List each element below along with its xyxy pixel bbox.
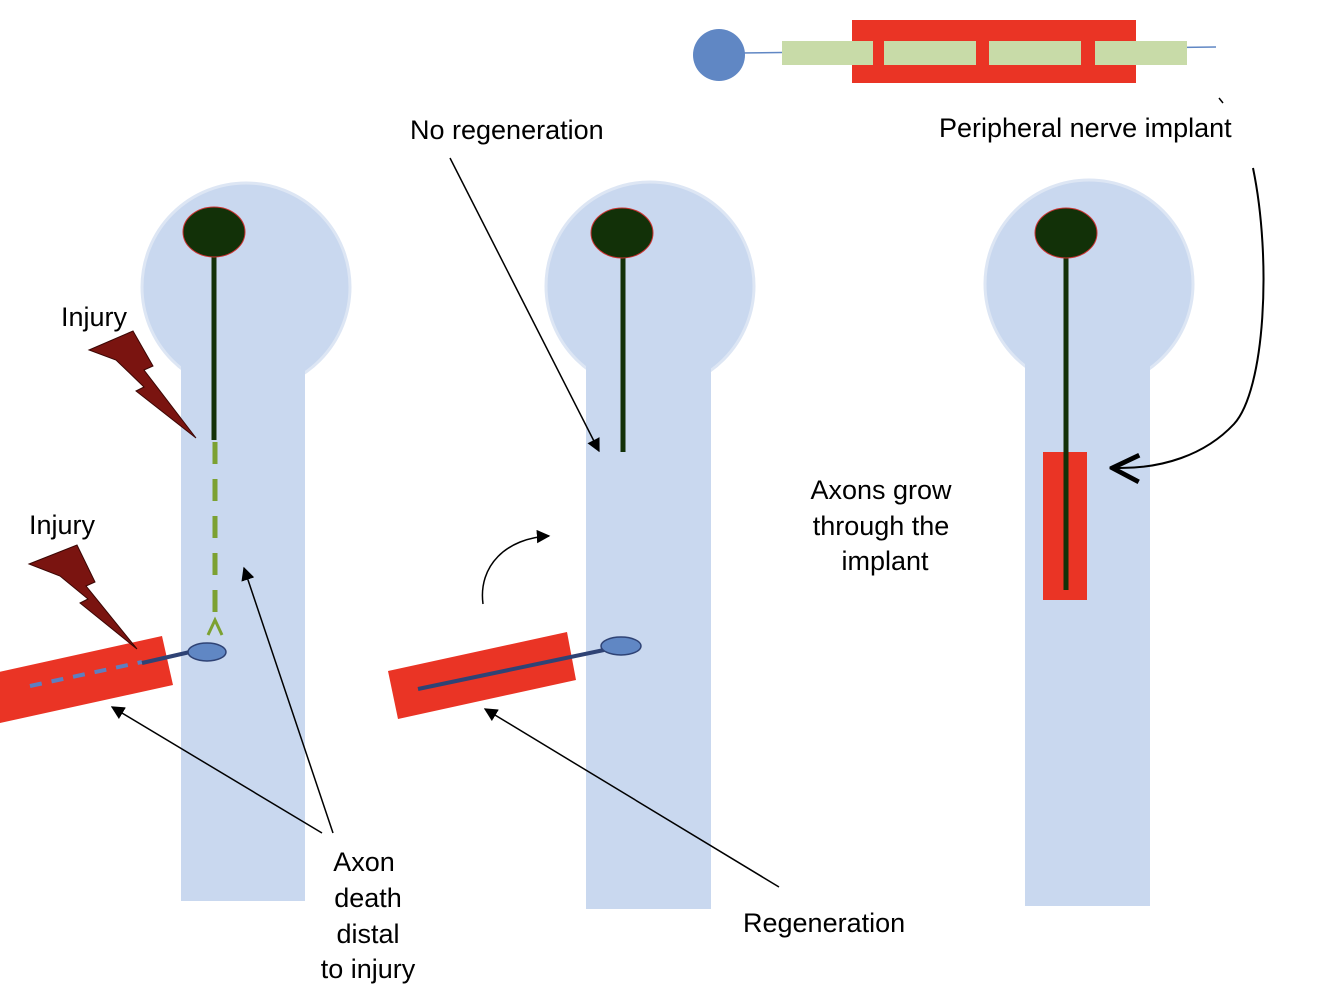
peripheral-axon-dashed: [29, 660, 143, 688]
tissue-1: [140, 181, 352, 901]
axon-death-line-2: death: [334, 883, 402, 913]
optic-stalk-1: [181, 350, 305, 901]
tissue-3: [983, 178, 1195, 906]
panel-2-regeneration: No regeneration Regeneration: [388, 115, 905, 938]
injury-label: Injury: [61, 302, 128, 332]
panel-1-axon-death: Injury Injury Axon death distal to injur…: [0, 181, 416, 984]
arrow-to-axon-end: [449, 157, 600, 453]
no-regeneration-label: No regeneration: [410, 115, 604, 145]
curved-arrow-regrowth: [481, 529, 551, 605]
dead-axon-terminal: [206, 616, 224, 636]
schwann-segment-3: [989, 41, 1081, 65]
graft-1: [0, 636, 227, 723]
curved-arrow-to-implant: [1115, 167, 1265, 468]
optic-stalk-3: [1025, 352, 1150, 906]
schwann-segment-2: [884, 41, 976, 65]
axons-grow-line-2: through the: [813, 511, 950, 541]
cell-body-3: [1034, 207, 1098, 259]
axon-death-line-3: distal: [336, 919, 399, 949]
injury-label: Injury: [29, 510, 96, 540]
axon-death-label: Axon death distal to injury: [321, 847, 416, 984]
lightning-icon: [27, 544, 138, 650]
peripheral-axon-solid-1: [141, 650, 191, 665]
regeneration-label: Regeneration: [743, 908, 905, 938]
axon-death-line-4: to injury: [321, 954, 416, 984]
axon-death-line-1: Axon: [333, 847, 395, 877]
peripheral-nerve-implant-label: Peripheral nerve implant: [939, 113, 1232, 143]
arrow-to-graft-2: [483, 708, 780, 888]
arrow-to-graft-1: [110, 706, 323, 834]
peripheral-nerve-schematic: [693, 20, 1217, 83]
cell-body-1: [182, 206, 246, 258]
peripheral-cell-1: [187, 642, 227, 662]
tissue-2: [544, 180, 756, 909]
schwann-segment-1: [782, 41, 873, 65]
tick-mark: [1218, 97, 1224, 104]
schwann-segment-4: [1095, 41, 1187, 65]
lightning-icon: [87, 330, 197, 439]
peripheral-axon-solid-2: [417, 648, 605, 691]
peripheral-cell-2: [600, 636, 642, 656]
axons-grow-label: Axons grow through the implant: [810, 475, 952, 576]
peripheral-graft-1: [0, 636, 173, 723]
axons-grow-line-3: implant: [841, 546, 929, 576]
cell-body-2: [590, 207, 654, 259]
graft-2: [388, 632, 642, 719]
panel-3-implant: Axons grow through the implant Periphera…: [693, 20, 1265, 906]
optic-stalk-2: [586, 352, 711, 909]
neuron-cell-body-icon: [693, 29, 745, 81]
axons-grow-line-1: Axons grow: [810, 475, 952, 505]
arrow-to-dead-axon: [241, 566, 334, 834]
